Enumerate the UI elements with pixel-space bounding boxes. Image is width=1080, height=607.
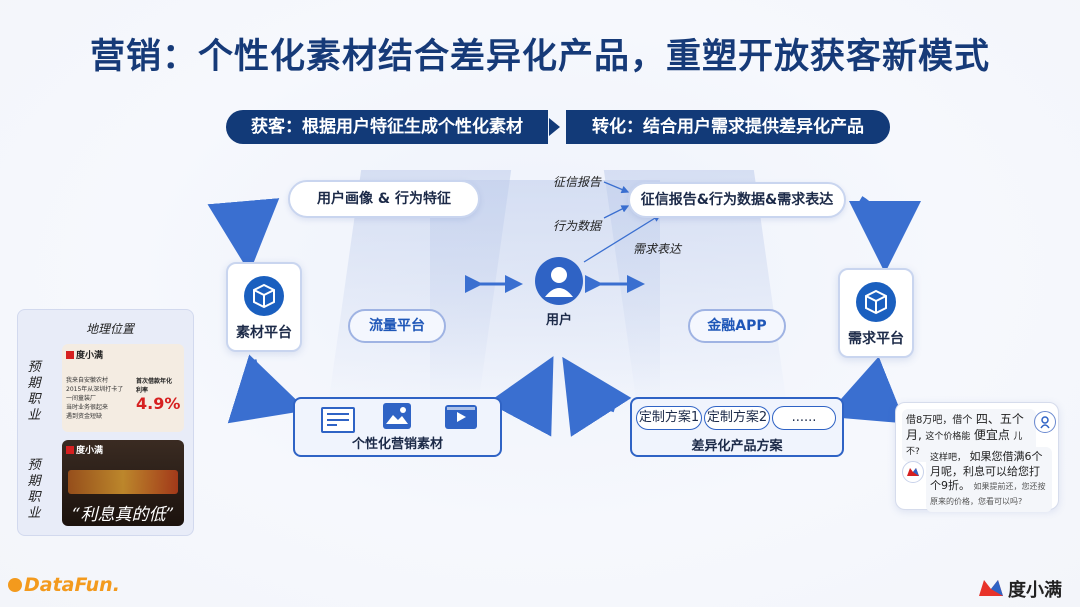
- banner-conversion: 转化：结合用户需求提供差异化产品: [566, 110, 890, 144]
- finance-app-node: 金融APP: [688, 309, 786, 343]
- brand-logo-icon: [66, 351, 74, 359]
- datafun-logo-icon: [8, 578, 22, 592]
- arrow-credit-to-demand: [848, 196, 921, 273]
- arrow-plan-to-user: [562, 356, 632, 437]
- cube-icon: [856, 282, 896, 322]
- arrow-material-to-content: [227, 354, 308, 424]
- plan-tag-2: 定制方案2: [704, 406, 770, 430]
- text-doc-icon: [321, 407, 355, 433]
- user-profile-node: 用户画像 & 行为特征: [288, 180, 480, 218]
- product-plan-node: 定制方案1 定制方案2 ...... 差异化产品方案: [630, 397, 844, 457]
- arrow-content-to-user: [487, 356, 554, 437]
- datafun-logo: DataFun.: [8, 568, 128, 607]
- edge-label-credit: 征信报告: [553, 175, 602, 189]
- rate-value: 4.9%: [136, 394, 181, 413]
- demand-platform: 需求平台: [838, 268, 914, 358]
- note-job-2: 预 期 职 业: [27, 458, 41, 521]
- ad-card-1: 度小满 我来自安徽农村 2015年从深圳打卡了 一间童装厂 当时业务很起来 遇到…: [62, 344, 184, 432]
- plan-tag-1: 定制方案1: [636, 406, 702, 430]
- demand-platform-label: 需求平台: [848, 331, 904, 347]
- chat-panel: 借8万吧，借个 四、五个 月, 这个价格能 便宜点 儿 不? 这样吧， 如果您借…: [895, 402, 1059, 512]
- user-avatar-icon: [535, 257, 583, 305]
- plan-tag-more: ......: [772, 406, 836, 430]
- personal-material-node: 个性化营销素材: [293, 397, 502, 457]
- user-avatar-icon: [1034, 411, 1056, 433]
- fruit-stall-image: [68, 470, 178, 494]
- credit-report-node: 征信报告&行为数据&需求表达: [628, 182, 846, 218]
- edge-label-demand: 需求表达: [633, 242, 682, 256]
- duxiaoman-logo-icon: [978, 577, 1004, 597]
- traffic-platform-node: 流量平台: [348, 309, 446, 343]
- cube-icon: [244, 276, 284, 316]
- duxiaoman-logo: 度小满: [978, 568, 1078, 607]
- page-title: 营销：个性化素材结合差异化产品，重塑开放获客新模式: [89, 37, 990, 77]
- ad-slogan: “利息真的低”: [71, 505, 175, 525]
- brand-logo-icon: [66, 446, 74, 454]
- user-label: 用户: [545, 313, 572, 328]
- edge-label-behavior: 行为数据: [553, 219, 602, 233]
- arrow-profile-to-material: [207, 198, 280, 273]
- bot-avatar-icon: [902, 461, 924, 483]
- bot-message: 这样吧， 如果您借满6个月呢，利息可以给您打个9折。 如果提前还，您还按原来的价…: [926, 447, 1052, 512]
- banner-acquisition: 获客：根据用户特征生成个性化素材: [226, 110, 548, 144]
- personal-material-label: 个性化营销素材: [351, 437, 443, 452]
- video-icon: [445, 405, 477, 429]
- note-job-1: 预 期 职 业: [27, 360, 41, 423]
- note-location: 地理位置: [86, 322, 135, 336]
- product-plan-label: 差异化产品方案: [691, 439, 783, 454]
- ad-card-2: 度小满 “利息真的低”: [62, 440, 184, 526]
- image-icon: [383, 403, 411, 429]
- material-platform: 素材平台: [226, 262, 302, 352]
- banner-arrow-icon: [549, 118, 560, 136]
- ad-samples-panel: 地理位置 预 期 职 业 预 期 职 业 度小满 我来自安徽农村 2015年从深…: [17, 309, 194, 536]
- material-platform-label: 素材平台: [236, 325, 292, 341]
- arrow-demand-to-plan: [825, 356, 906, 424]
